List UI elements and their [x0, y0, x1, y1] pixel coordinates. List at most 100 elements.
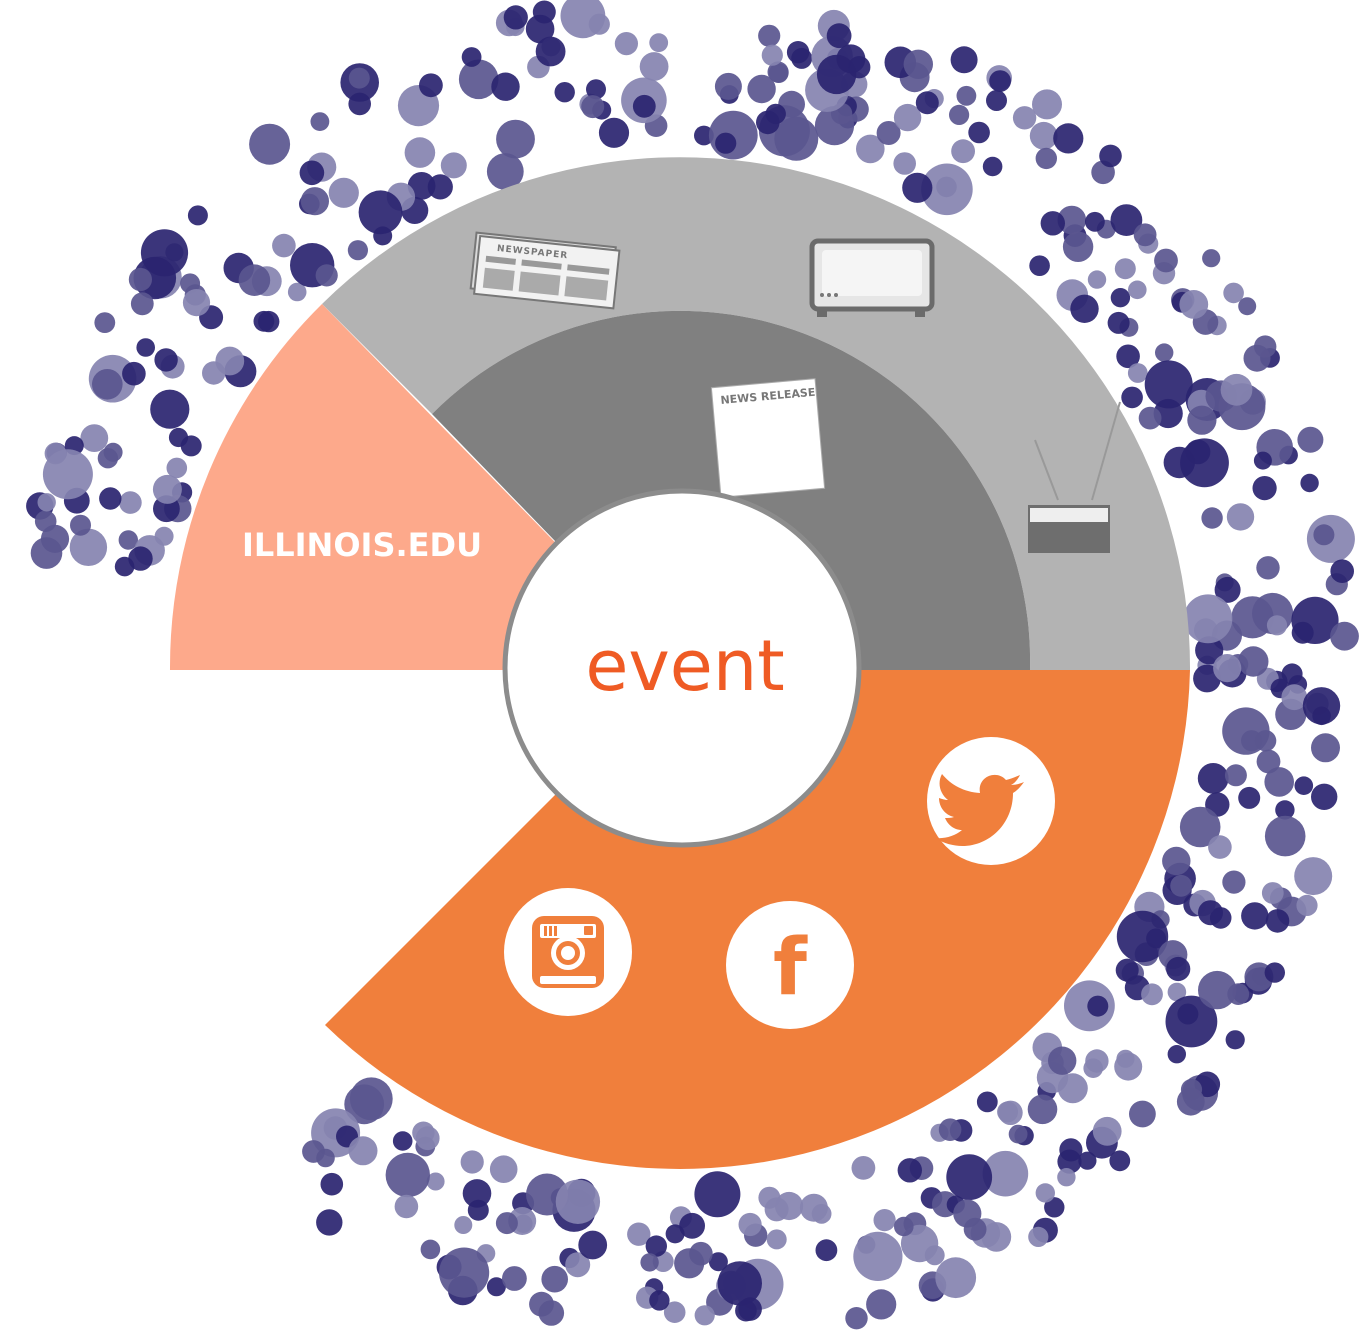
decorative-dot	[989, 70, 1011, 92]
decorative-dot	[953, 1199, 982, 1228]
decorative-dot	[541, 1265, 568, 1293]
decorative-dot	[310, 112, 330, 131]
decorative-dot	[845, 1307, 868, 1330]
decorative-dot	[1330, 559, 1354, 583]
decorative-dot	[69, 528, 108, 566]
decorative-dot	[665, 1224, 685, 1244]
decorative-dot	[1214, 576, 1241, 603]
decorative-dot	[1129, 1100, 1156, 1128]
decorative-dot	[495, 1212, 518, 1235]
decorative-dot	[565, 1252, 591, 1278]
decorative-dot	[1197, 763, 1229, 794]
decorative-dot	[140, 229, 189, 277]
dot-cloud	[26, 0, 1359, 1330]
decorative-dot	[1053, 123, 1084, 154]
decorative-dot	[1059, 1138, 1083, 1162]
decorative-dot	[130, 292, 154, 316]
decorative-dot	[1085, 211, 1105, 232]
decorative-dot	[968, 121, 990, 144]
decorative-dot	[30, 537, 63, 569]
decorative-dot	[708, 110, 758, 160]
decorative-dot	[1170, 874, 1192, 897]
decorative-dot	[152, 474, 182, 504]
decorative-dot	[420, 1239, 441, 1260]
decorative-dot	[486, 153, 524, 190]
decorative-dot	[815, 1239, 838, 1262]
decorative-dot	[851, 1156, 876, 1180]
decorative-dot	[949, 104, 970, 125]
decorative-dot	[1032, 89, 1062, 120]
decorative-dot	[1223, 282, 1244, 304]
decorative-dot	[1238, 646, 1269, 677]
decorative-dot	[717, 1261, 762, 1306]
decorative-dot	[758, 24, 781, 47]
decorative-dot	[1264, 815, 1306, 857]
decorative-dot	[1028, 1226, 1049, 1247]
decorative-dot	[1201, 507, 1223, 529]
decorative-dot	[440, 152, 467, 179]
decorative-dot	[649, 33, 669, 53]
decorative-dot	[1241, 902, 1269, 930]
decorative-dot	[467, 1199, 489, 1221]
decorative-dot	[598, 117, 630, 148]
instagram-icon	[504, 888, 632, 1016]
decorative-dot	[951, 139, 975, 164]
decorative-dot	[258, 310, 280, 333]
decorative-dot	[166, 457, 188, 479]
decorative-dot	[1048, 1046, 1077, 1075]
decorative-dot	[272, 233, 296, 258]
decorative-dot	[1115, 958, 1139, 982]
decorative-dot	[1121, 386, 1143, 409]
decorative-dot	[1222, 870, 1246, 894]
decorative-dot	[586, 79, 606, 100]
decorative-dot	[287, 282, 307, 302]
decorative-dot	[1330, 621, 1359, 651]
decorative-dot	[902, 172, 933, 203]
decorative-dot	[1029, 121, 1058, 150]
decorative-dot	[1057, 1168, 1076, 1187]
decorative-dot	[816, 54, 857, 95]
decorative-dot	[302, 1140, 325, 1163]
decorative-dot	[1029, 255, 1050, 276]
decorative-dot	[538, 1300, 565, 1326]
twitter-icon	[927, 737, 1055, 865]
decorative-dot	[1187, 405, 1217, 435]
decorative-dot	[1265, 909, 1290, 933]
decorative-dot	[853, 1231, 903, 1281]
decorative-dot	[1070, 294, 1099, 323]
decorative-dot	[640, 1253, 659, 1272]
decorative-dot	[1133, 223, 1157, 247]
decorative-dot	[1300, 473, 1319, 493]
decorative-dot	[1087, 995, 1109, 1017]
decorative-dot	[894, 1216, 914, 1237]
decorative-dot	[496, 119, 535, 159]
decorative-dot	[715, 132, 737, 154]
decorative-dot	[182, 289, 211, 317]
decorative-dot	[1035, 1183, 1056, 1203]
decorative-dot	[486, 1277, 506, 1297]
decorative-dot	[766, 1229, 787, 1250]
decorative-dot	[119, 491, 142, 514]
decorative-dot	[627, 1222, 651, 1246]
decorative-dot	[1162, 846, 1191, 876]
decorative-dot	[938, 1118, 962, 1141]
decorative-dot	[799, 1193, 828, 1222]
decorative-dot	[1264, 962, 1286, 983]
decorative-dot	[976, 1091, 998, 1113]
decorative-dot	[893, 152, 916, 175]
decorative-dot	[348, 92, 372, 116]
decorative-dot	[415, 1126, 440, 1151]
decorative-dot	[394, 1194, 419, 1219]
decorative-dot	[92, 369, 123, 400]
decorative-dot	[645, 1235, 667, 1257]
decorative-dot	[982, 156, 1003, 177]
decorative-dot	[458, 59, 499, 100]
decorative-dot	[1116, 344, 1140, 369]
decorative-dot	[774, 116, 819, 161]
decorative-dot	[249, 123, 291, 165]
decorative-dot	[1302, 687, 1341, 725]
decorative-dot	[897, 1158, 922, 1183]
decorative-dot	[614, 31, 639, 56]
decorative-dot	[1144, 360, 1193, 409]
decorative-dot	[535, 36, 566, 67]
